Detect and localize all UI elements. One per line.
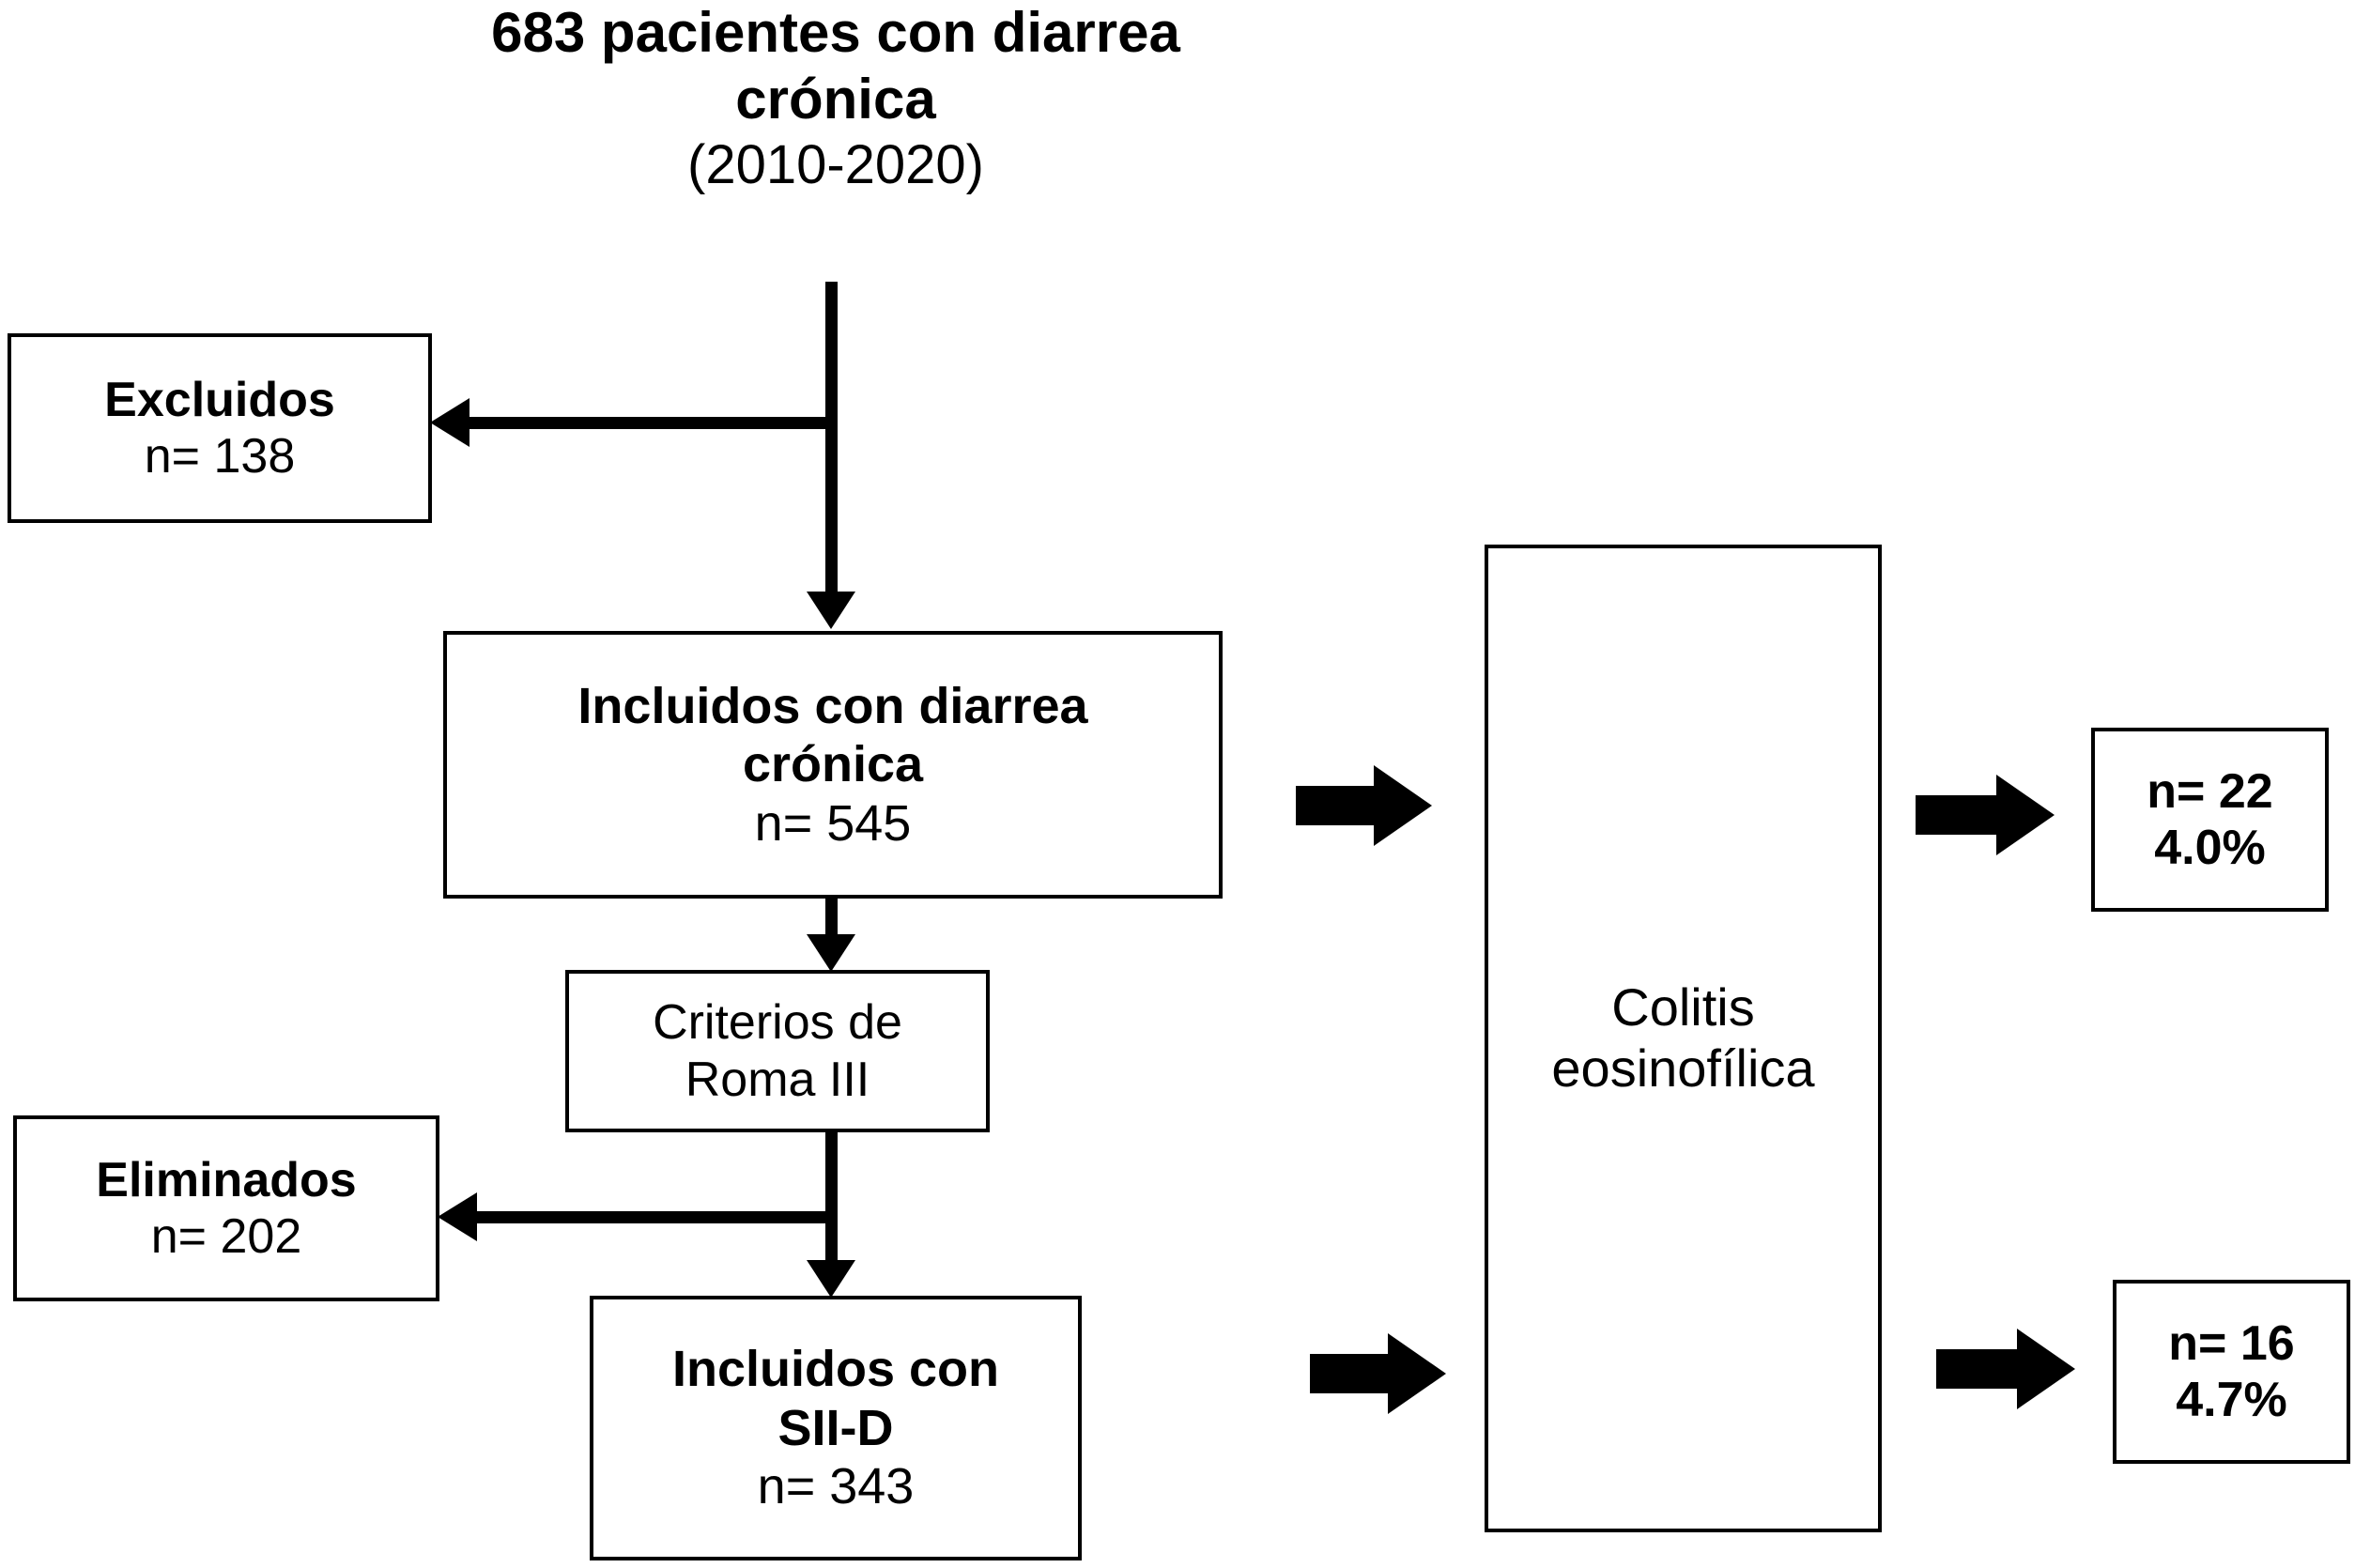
- block-arrow-colitis-to-result-top: [1916, 775, 2055, 855]
- node-eliminados-count: n= 202: [150, 1209, 302, 1264]
- node-incluidos-siid-line1: Incluidos con: [671, 1341, 1000, 1398]
- node-result-top-percent: 4.0%: [2154, 821, 2266, 875]
- node-incluidos-diarrea-line1: Incluidos con diarrea: [577, 677, 1088, 734]
- chart-title: 683 pacientes con diarrea crónica (2010-…: [282, 0, 1390, 197]
- node-incluidos-siid-line2: SII-D: [777, 1399, 894, 1456]
- node-incluidos-siid[interactable]: Incluidos con SII-D n= 343: [590, 1296, 1082, 1560]
- node-criterios-line2: Roma III: [685, 1052, 870, 1107]
- node-eliminados-label: Eliminados: [96, 1152, 357, 1207]
- node-eliminados[interactable]: Eliminados n= 202: [13, 1115, 439, 1301]
- node-result-colitis-siid[interactable]: n= 16 4.7%: [2113, 1280, 2350, 1464]
- chart-title-line3: (2010-2020): [687, 133, 984, 195]
- block-arrow-siid-to-colitis: [1310, 1333, 1446, 1414]
- node-excluidos-label: Excluidos: [104, 372, 335, 427]
- arrowhead-left-to-eliminados: [438, 1192, 477, 1241]
- connector-to-eliminados: [477, 1211, 831, 1223]
- node-result-colitis-diarrea[interactable]: n= 22 4.0%: [2091, 728, 2329, 912]
- arrowhead-down-to-siid: [807, 1260, 855, 1298]
- node-result-top-count: n= 22: [2147, 763, 2273, 819]
- node-incluidos-diarrea-count: n= 545: [754, 794, 912, 852]
- node-incluidos-siid-count: n= 343: [757, 1458, 915, 1515]
- connector-title-to-incluidos: [825, 282, 838, 597]
- node-criterios-roma[interactable]: Criterios de Roma III: [565, 970, 990, 1132]
- connector-criterios-to-siid: [825, 1132, 838, 1266]
- node-incluidos-diarrea-cronica[interactable]: Incluidos con diarrea crónica n= 545: [443, 631, 1223, 899]
- connector-incluidos-to-criterios: [825, 899, 838, 941]
- node-result-bottom-percent: 4.7%: [2176, 1373, 2287, 1427]
- arrowhead-left-to-excluidos: [430, 398, 469, 447]
- node-criterios-line1: Criterios de: [653, 995, 902, 1051]
- node-colitis-line1: Colitis: [1611, 977, 1755, 1038]
- node-result-bottom-count: n= 16: [2168, 1315, 2295, 1371]
- connector-to-excluidos: [469, 417, 831, 429]
- node-excluidos-count: n= 138: [144, 429, 296, 484]
- block-arrow-colitis-to-result-bottom: [1936, 1329, 2075, 1409]
- chart-title-line2: crónica: [735, 67, 936, 131]
- arrowhead-down-to-criterios: [807, 934, 855, 972]
- node-colitis-line2: eosinofílica: [1551, 1038, 1815, 1098]
- node-excluidos[interactable]: Excluidos n= 138: [8, 333, 432, 523]
- block-arrow-diarrea-to-colitis: [1296, 765, 1432, 846]
- chart-title-line1: 683 pacientes con diarrea: [491, 1, 1180, 64]
- node-colitis-eosinofilica[interactable]: Colitis eosinofílica: [1485, 545, 1882, 1532]
- node-incluidos-diarrea-line2: crónica: [742, 736, 924, 793]
- arrowhead-down-to-incluidos: [807, 592, 855, 629]
